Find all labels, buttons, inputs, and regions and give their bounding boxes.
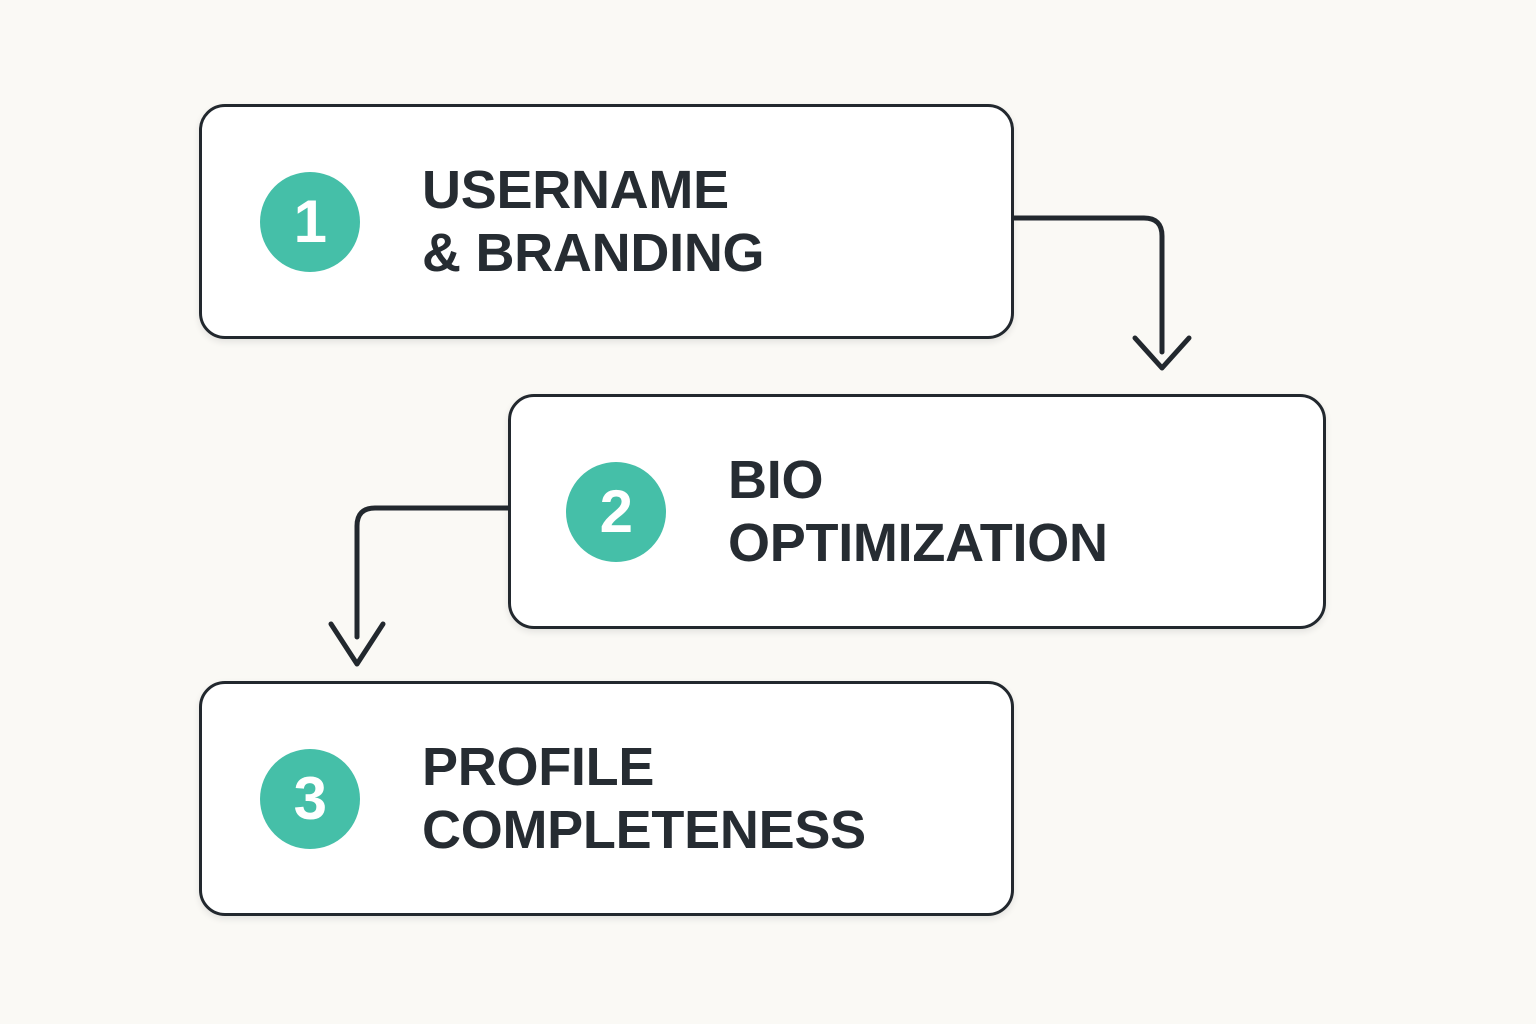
step-label-1: USERNAME & BRANDING — [422, 159, 765, 283]
step-number-badge-1: 1 — [260, 171, 360, 272]
step-card-3[interactable]: 3 PROFILE COMPLETENESS — [199, 681, 1014, 916]
step-number-badge-2: 2 — [566, 461, 666, 562]
step-label-2: BIO OPTIMIZATION — [728, 449, 1108, 573]
step-label-3: PROFILE COMPLETENESS — [422, 736, 866, 860]
step-card-2[interactable]: 2 BIO OPTIMIZATION — [508, 394, 1326, 629]
connector-step2-to-step3-path — [354, 505, 512, 640]
step-number-badge-3: 3 — [260, 748, 360, 849]
connector-step2-to-step3-arrowhead — [328, 621, 386, 667]
connector-step1-to-step2-path — [1010, 215, 1165, 355]
step-card-1[interactable]: 1 USERNAME & BRANDING — [199, 104, 1014, 339]
connector-step1-to-step2-arrowhead — [1132, 335, 1192, 371]
